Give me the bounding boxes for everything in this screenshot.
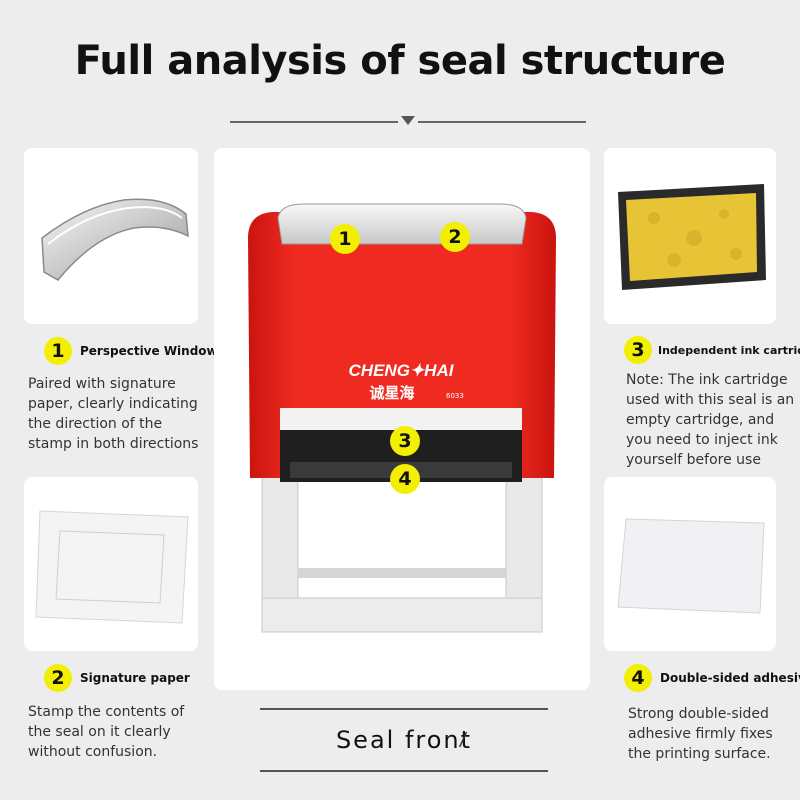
- title-divider: [230, 116, 586, 126]
- seal-front-caption: Seal front /: [260, 708, 548, 772]
- stamp-marker-1: 1: [330, 224, 360, 254]
- stamp-marker-3: 3: [390, 426, 420, 456]
- part-1-label: Perspective Window: [80, 344, 218, 358]
- signature-paper-card: [24, 477, 198, 651]
- seal-front-slash: /: [460, 730, 466, 752]
- part-4-label: Double-sided adhesive: [660, 671, 800, 685]
- brand-cn-text: 诚星海: [369, 384, 414, 402]
- ink-cartridge-image: [618, 184, 766, 290]
- part-4-description: Strong double-sided adhesive firmly fixe…: [628, 706, 773, 762]
- part-1-description: Paired with signature paper, clearly ind…: [28, 376, 199, 452]
- part-2-badge: 2: [44, 664, 72, 692]
- perspective-window-card: [24, 148, 198, 324]
- signature-paper-image: [35, 510, 189, 624]
- triangle-down-icon: [401, 116, 415, 125]
- ink-cartridge-card: [604, 148, 776, 324]
- model-text: 6033: [446, 392, 464, 400]
- part-2-label: Signature paper: [80, 671, 190, 685]
- stamp-marker-4: 4: [390, 464, 420, 494]
- part-2-description: Stamp the contents of the seal on it cle…: [28, 704, 185, 760]
- page-title: Full analysis of seal structure: [74, 38, 726, 84]
- part-4-badge: 4: [624, 664, 652, 692]
- adhesive-image: [617, 518, 765, 614]
- stamp-marker-2: 2: [440, 222, 470, 252]
- seal-image: CHENG✦HAI 诚星海 6033: [248, 203, 556, 633]
- adhesive-card: [604, 477, 776, 651]
- part-3-description: Note: The ink cartridge used with this s…: [626, 372, 795, 468]
- perspective-window-image: [41, 198, 189, 281]
- seal-front-card: CHENG✦HAI 诚星海 6033 1 2 3 4: [214, 148, 590, 690]
- part-3-badge: 3: [624, 336, 652, 364]
- part-3-label: Independent ink cartridge: [658, 344, 800, 357]
- brand-text: CHENG✦HAI: [349, 361, 455, 380]
- part-1-badge: 1: [44, 337, 72, 365]
- seal-front-label: Seal front: [335, 726, 473, 754]
